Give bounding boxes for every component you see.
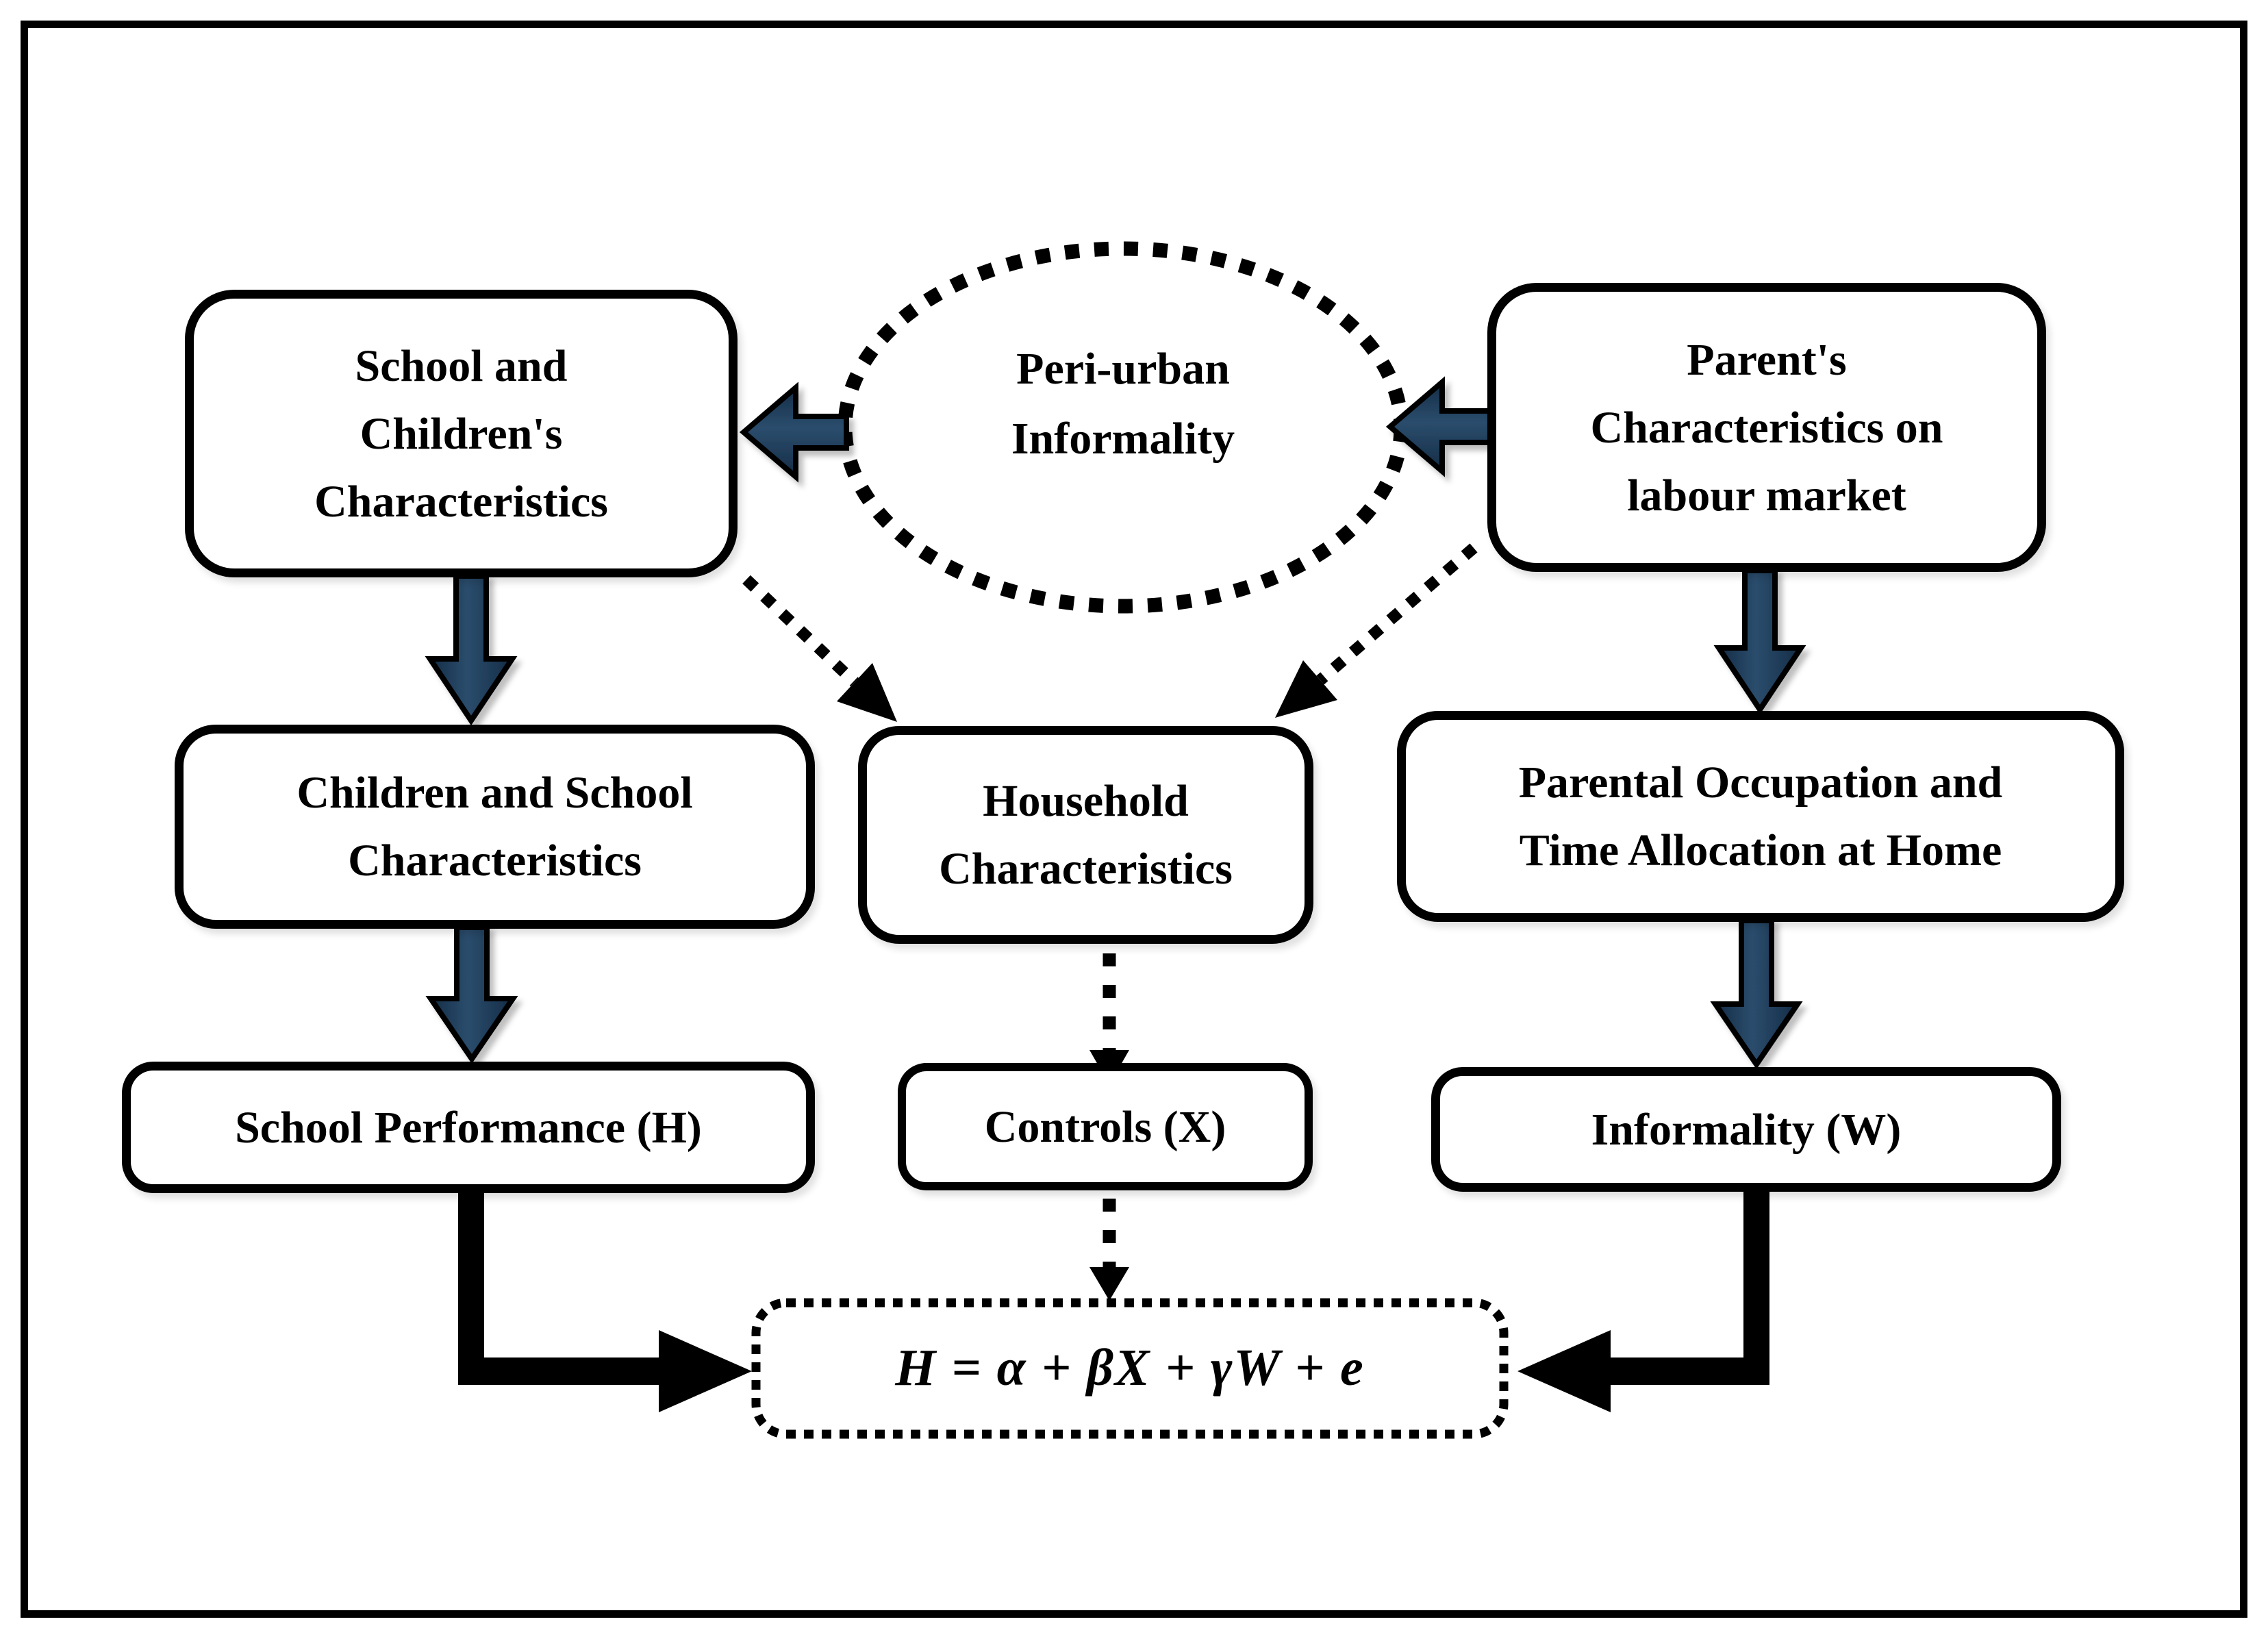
node-label: Household Characteristics: [939, 776, 1233, 894]
black-elbow-arrow-performance-to-equation: [458, 1192, 752, 1412]
dotted-diagonal-right-arrowhead: [1275, 660, 1337, 718]
node-label: Informality (W): [1591, 1104, 1902, 1155]
node-peri-urban-informality: Peri-urban Informality: [863, 301, 1383, 507]
navy-arrow-school-to-children: [425, 573, 518, 726]
dotted-diagonal-left-arrowhead: [837, 663, 897, 722]
node-label: Children and School Characteristics: [297, 768, 693, 886]
node-label: School and Children's Characteristics: [314, 340, 608, 527]
node-label: Peri-urban Informality: [1011, 343, 1235, 464]
black-elbow-arrow-informality-to-equation: [1517, 1190, 1769, 1412]
node-informality: Informality (W): [1431, 1067, 2061, 1192]
node-controls: Controls (X): [898, 1063, 1313, 1190]
node-school-and-childrens-characteristics: School and Children's Characteristics: [185, 290, 738, 577]
node-parental-occupation-time-allocation: Parental Occupation and Time Allocation …: [1397, 711, 2124, 922]
node-label: School Performance (H): [235, 1102, 702, 1153]
node-regression-equation: H = α + βX + γW + e: [756, 1303, 1504, 1434]
node-label: Parental Occupation and Time Allocation …: [1518, 758, 2003, 875]
dotted-diagonal-right: [1316, 543, 1478, 685]
outer-frame: [21, 21, 2247, 1618]
equation-text: H = α + βX + γW + e: [895, 1339, 1365, 1397]
dotted-diagonal-left: [742, 575, 859, 687]
node-label: Parent's Characteristics on labour marke…: [1590, 334, 1943, 521]
node-parents-characteristics-labour-market: Parent's Characteristics on labour marke…: [1487, 283, 2046, 572]
navy-arrow-parents-to-occupation: [1713, 568, 1806, 715]
equation-box-outline: [751, 1298, 1509, 1439]
node-school-performance: School Performance (H): [122, 1062, 815, 1193]
node-children-and-school-characteristics: Children and School Characteristics: [175, 725, 815, 929]
node-label: Controls (X): [984, 1101, 1226, 1152]
navy-arrow-children-to-performance: [425, 925, 518, 1064]
navy-arrow-ellipse-to-school: [739, 381, 849, 483]
node-household-characteristics: Household Characteristics: [858, 726, 1313, 944]
navy-arrow-occupation-to-informality: [1710, 918, 1803, 1070]
dotted-arrow-controls-arrowhead: [1089, 1267, 1129, 1301]
